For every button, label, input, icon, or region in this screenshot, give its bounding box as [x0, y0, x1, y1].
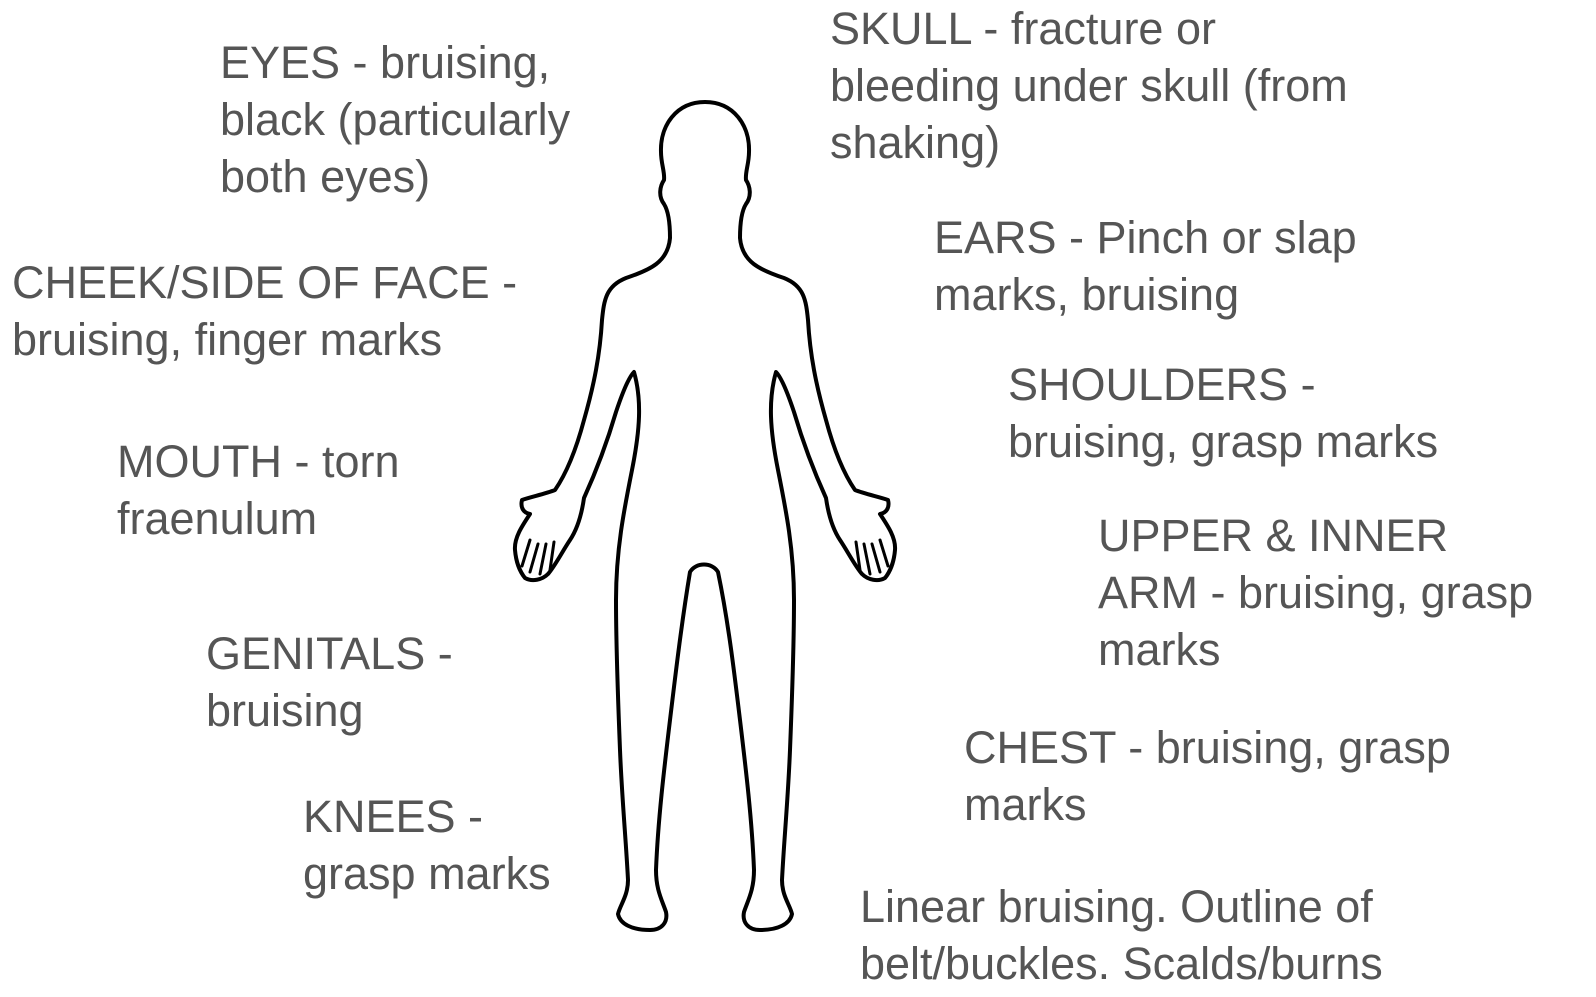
ears-annotation: EARS - Pinch or slap marks, bruising — [934, 209, 1357, 323]
annotation-line: belt/buckles. Scalds/burns — [860, 935, 1383, 992]
annotation-line: MOUTH - torn — [117, 433, 400, 490]
annotation-line: grasp marks — [303, 845, 551, 902]
genitals-annotation: GENITALS - bruising — [206, 625, 453, 739]
annotation-line: SKULL - fracture or — [830, 0, 1348, 57]
annotation-line: EYES - bruising, — [220, 34, 570, 91]
annotation-line: SHOULDERS - — [1008, 356, 1438, 413]
knees-annotation: KNEES - grasp marks — [303, 788, 551, 902]
annotation-line: shaking) — [830, 114, 1348, 171]
annotation-line: GENITALS - — [206, 625, 453, 682]
skull-annotation: SKULL - fracture or bleeding under skull… — [830, 0, 1348, 171]
chest-annotation: CHEST - bruising, grasp marks — [964, 719, 1451, 833]
left-hand-fingers — [522, 540, 554, 574]
annotation-line: CHEST - bruising, grasp — [964, 719, 1451, 776]
cheek-annotation: CHEEK/SIDE OF FACE - bruising, finger ma… — [12, 254, 517, 368]
mouth-annotation: MOUTH - torn fraenulum — [117, 433, 400, 547]
upper-arm-annotation: UPPER & INNER ARM - bruising, grasp mark… — [1098, 507, 1533, 678]
annotation-line: bruising, grasp marks — [1008, 413, 1438, 470]
annotation-line: both eyes) — [220, 148, 570, 205]
annotation-line: bleeding under skull (from — [830, 57, 1348, 114]
annotation-line: Linear bruising. Outline of — [860, 878, 1383, 935]
annotation-line: EARS - Pinch or slap — [934, 209, 1357, 266]
shoulders-annotation: SHOULDERS - bruising, grasp marks — [1008, 356, 1438, 470]
annotation-line: bruising — [206, 682, 453, 739]
annotation-line: marks — [964, 776, 1451, 833]
right-hand-fingers — [856, 540, 888, 574]
annotation-line: marks — [1098, 621, 1533, 678]
annotation-line: black (particularly — [220, 91, 570, 148]
eyes-annotation: EYES - bruising, black (particularly bot… — [220, 34, 570, 205]
annotation-line: ARM - bruising, grasp — [1098, 564, 1533, 621]
annotation-line: bruising, finger marks — [12, 311, 517, 368]
annotation-line: fraenulum — [117, 490, 400, 547]
body-silhouette — [515, 102, 895, 930]
annotation-line: marks, bruising — [934, 266, 1357, 323]
linear-bruising-annotation: Linear bruising. Outline of belt/buckles… — [860, 878, 1383, 992]
annotation-line: UPPER & INNER — [1098, 507, 1533, 564]
annotation-line: KNEES - — [303, 788, 551, 845]
annotation-line: CHEEK/SIDE OF FACE - — [12, 254, 517, 311]
